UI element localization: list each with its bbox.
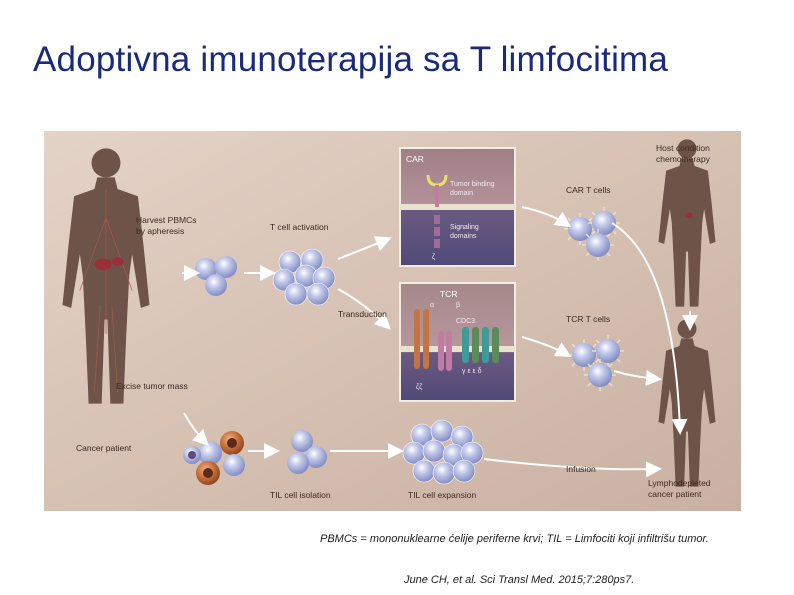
til-cell-expansion-label: TIL cell expansion — [408, 490, 476, 500]
harvest-pbmcs-label-2: by apheresis — [136, 226, 184, 236]
tcr-structure-panel — [399, 282, 516, 402]
signaling-domains-label-1: Signaling — [450, 224, 479, 231]
car-zeta-label: ζ — [432, 254, 435, 261]
figure-background — [44, 131, 741, 511]
host-condition-figure — [658, 139, 716, 307]
lymphodepleted-label-1: Lymphodepleted — [648, 478, 711, 488]
infusion-label: Infusion — [566, 464, 596, 474]
figure-caption: PBMCs = mononuklearne ćelije periferne k… — [320, 533, 709, 545]
tumor-mass-cells — [183, 431, 245, 485]
cancer-patient-label: Cancer patient — [76, 443, 132, 453]
signaling-domains-label-2: domains — [450, 233, 477, 240]
tcr-alpha-label: α — [430, 302, 434, 309]
tcr-beta-label: β — [456, 302, 460, 309]
car-t-cells-label: CAR T cells — [566, 185, 611, 195]
tumor-binding-label-1: Tumor binding — [450, 181, 495, 188]
til-cell-isolation-label: TIL cell isolation — [270, 490, 331, 500]
tumor-binding-label-2: domain — [450, 190, 473, 197]
host-condition-label-1: Host condition — [656, 143, 710, 153]
adoptive-immunotherapy-figure: Harvest PBMCs by apheresis T cell activa… — [44, 131, 741, 511]
t-cell-activation-label: T cell activation — [270, 222, 329, 232]
car-label: CAR — [406, 154, 424, 164]
transduction-label: Transduction — [338, 309, 387, 319]
host-condition-label-2: chemotherapy — [656, 154, 711, 164]
car-structure-panel — [399, 147, 516, 267]
tcr-t-cells-label: TCR T cells — [566, 314, 610, 324]
process-arrows — [182, 206, 698, 478]
harvest-pbmcs-label-1: Harvest PBMCs — [136, 215, 196, 225]
slide-title: Adoptivna imunoterapija sa T limfocitima — [33, 40, 669, 79]
tcr-zeta-zeta-label: ζζ — [416, 384, 422, 391]
cdc3-label: CDC3 — [456, 318, 475, 325]
figure-citation: June CH, et al. Sci Transl Med. 2015;7:2… — [404, 574, 635, 586]
cancer-patient-figure — [62, 148, 150, 404]
gamma-epsilon-delta-label: γ ε ε δ — [462, 368, 482, 375]
lymphodepleted-label-2: cancer patient — [648, 489, 702, 499]
tcr-label: TCR — [440, 289, 457, 299]
excise-tumor-mass-label: Excise tumor mass — [116, 381, 188, 391]
